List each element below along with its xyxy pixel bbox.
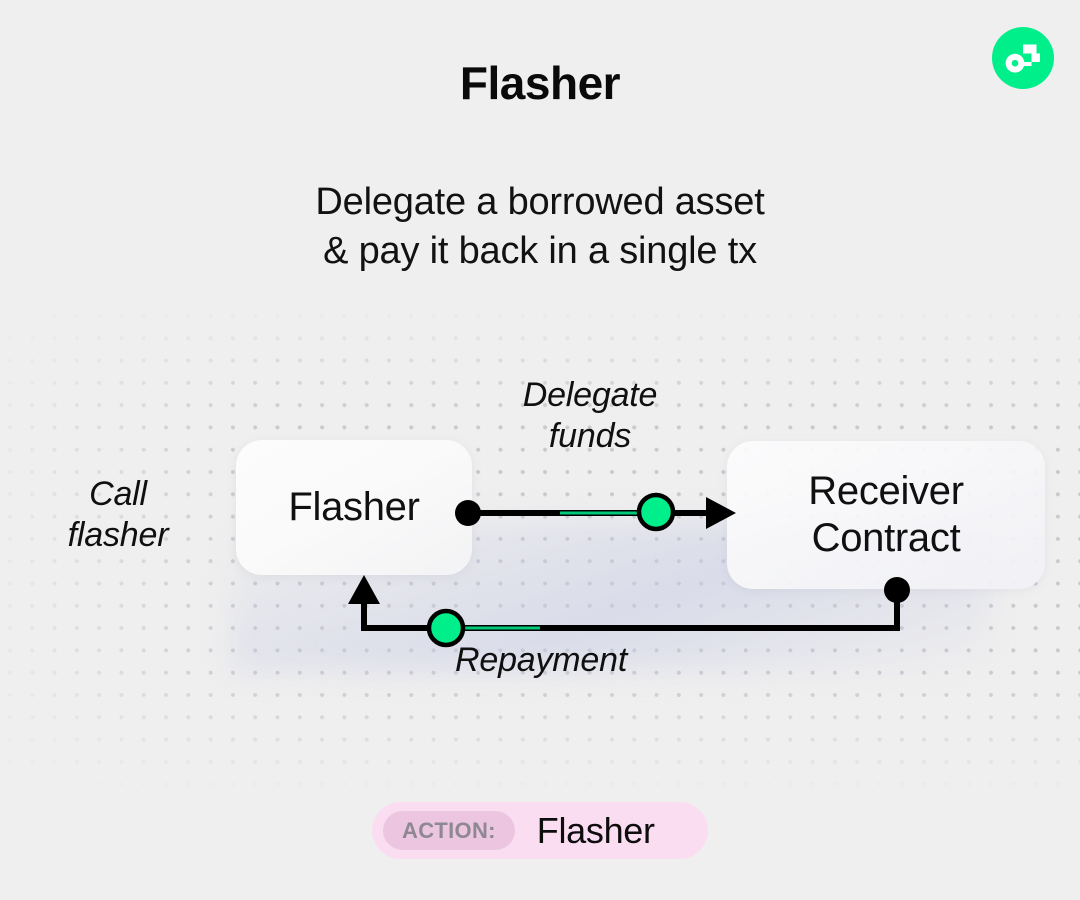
action-badge[interactable]: ACTION: Flasher [372, 802, 708, 859]
receiver-label-line-2: Contract [811, 516, 961, 560]
node-receiver-contract[interactable]: Receiver Contract [727, 441, 1045, 589]
action-badge-value: Flasher [536, 809, 655, 851]
node-flasher-label: Flasher [288, 485, 420, 529]
label-call-flasher: Call flasher [20, 474, 216, 557]
flow-logo-circle [992, 27, 1054, 89]
node-receiver-contract-label: Receiver Contract [808, 468, 964, 562]
receiver-label-line-1: Receiver [808, 468, 964, 513]
call-label-line-1: Call [89, 475, 147, 513]
arrowhead-to-flasher-icon [348, 575, 380, 604]
delegate-label-line-2: funds [548, 417, 632, 456]
delegate-label-line-1: Delegate [522, 376, 658, 414]
subtitle-line-1: Delegate a borrowed asset [315, 181, 765, 223]
call-label-line-2: flasher [67, 516, 169, 555]
page-subtitle: Delegate a borrowed asset & pay it back … [0, 178, 1080, 277]
flow-logo [992, 27, 1054, 89]
flow-logo-glyph-icon [1005, 44, 1040, 73]
label-delegate-funds: Delegate funds [470, 375, 710, 458]
label-repayment: Repayment [455, 641, 628, 679]
token-delegate-funds [636, 492, 676, 532]
action-badge-prefix: ACTION: [383, 811, 515, 850]
node-flasher[interactable]: Flasher [236, 440, 472, 575]
page-title: Flasher [459, 57, 621, 109]
wire-repayment [361, 593, 900, 631]
subtitle-line-2: & pay it back in a single tx [323, 230, 757, 273]
